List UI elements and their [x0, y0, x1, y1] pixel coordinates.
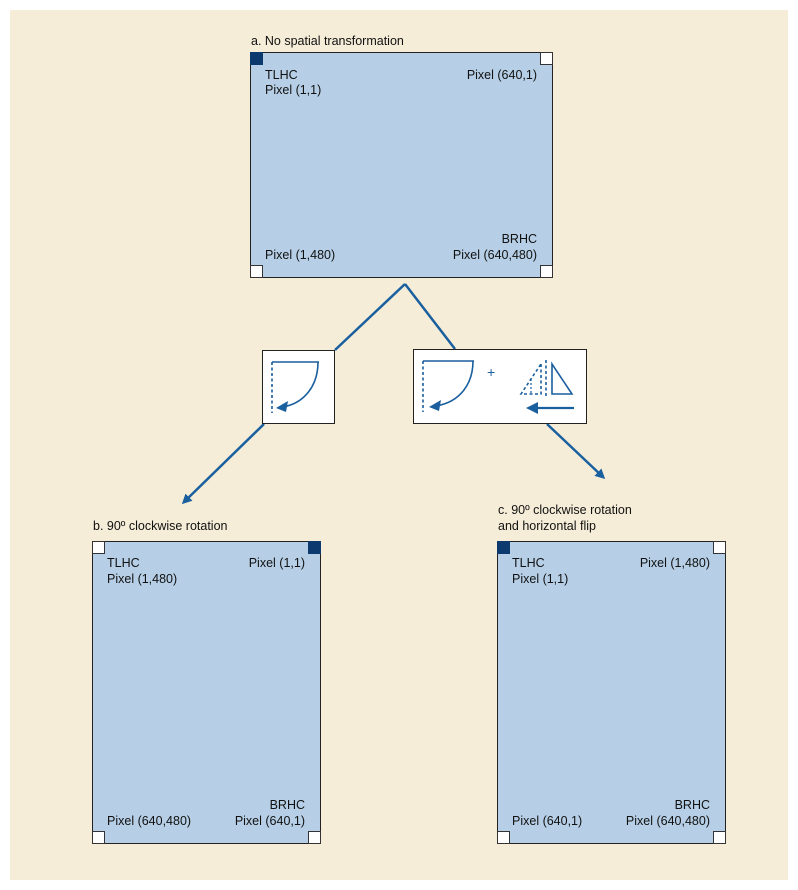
panel-b: TLHC Pixel (1,480) Pixel (1,1) Pixel (64… — [92, 541, 321, 844]
panel-a-br-pixel: Pixel (640,480) — [452, 248, 537, 262]
panel-c-bl-pixel: Pixel (640,1) — [512, 814, 583, 828]
corner-marker-br — [540, 265, 553, 278]
panel-b-tl-label: TLHC — [107, 556, 140, 570]
corner-marker-bl — [250, 265, 263, 278]
panel-c: TLHC Pixel (1,1) Pixel (1,480) Pixel (64… — [497, 541, 726, 844]
panel-a-tr-pixel: Pixel (640,1) — [466, 68, 537, 82]
panel-c-tl-pixel: Pixel (1,1) — [512, 572, 569, 586]
panel-b-br-label: BRHC — [269, 798, 305, 812]
corner-marker-bl — [497, 831, 510, 844]
corner-marker-tl — [92, 541, 105, 554]
corner-marker-tr — [540, 52, 553, 65]
panel-a-title: a. No spatial transformation — [251, 34, 404, 48]
panel-c-br-pixel: Pixel (640,480) — [625, 814, 710, 828]
panel-c-title-line1: c. 90º clockwise rotation — [498, 503, 632, 517]
rotation-icon-box — [262, 350, 335, 424]
corner-marker-tl-filled — [497, 541, 510, 554]
rotate-clockwise-icon — [422, 360, 474, 412]
panel-a-tl-label: TLHC — [265, 68, 298, 82]
panel-b-bl-pixel: Pixel (640,480) — [107, 814, 192, 828]
corner-marker-tl-filled — [250, 52, 263, 65]
arrow-to-panel-b — [181, 423, 265, 505]
corner-marker-tr — [713, 541, 726, 554]
panel-a-tl-pixel: Pixel (1,1) — [265, 83, 322, 97]
rotate-clockwise-icon — [271, 361, 319, 413]
connector-line-left — [334, 283, 406, 351]
panel-b-title: b. 90º clockwise rotation — [93, 519, 228, 533]
panel-a-br-label: BRHC — [501, 232, 537, 246]
panel-c-tr-pixel: Pixel (1,480) — [639, 556, 710, 570]
corner-marker-tr-filled — [308, 541, 321, 554]
panel-b-tl-pixel: Pixel (1,480) — [107, 572, 178, 586]
panel-c-title-line2: and horizontal flip — [498, 519, 596, 533]
plus-operator: + — [487, 364, 496, 380]
panel-b-br-pixel: Pixel (640,1) — [234, 814, 305, 828]
corner-marker-br — [713, 831, 726, 844]
panel-a: TLHC Pixel (1,1) Pixel (640,1) Pixel (1,… — [250, 52, 553, 278]
arrow-to-panel-c — [546, 423, 606, 480]
rotation-flip-icon-box: + — [413, 349, 587, 424]
corner-marker-br — [308, 831, 321, 844]
panel-a-bl-pixel: Pixel (1,480) — [265, 248, 336, 262]
panel-c-br-label: BRHC — [674, 798, 710, 812]
horizontal-flip-icon — [519, 360, 574, 414]
panel-c-tl-label: TLHC — [512, 556, 545, 570]
corner-marker-bl — [92, 831, 105, 844]
connector-line-right — [404, 283, 456, 350]
panel-b-tr-pixel: Pixel (1,1) — [248, 556, 305, 570]
